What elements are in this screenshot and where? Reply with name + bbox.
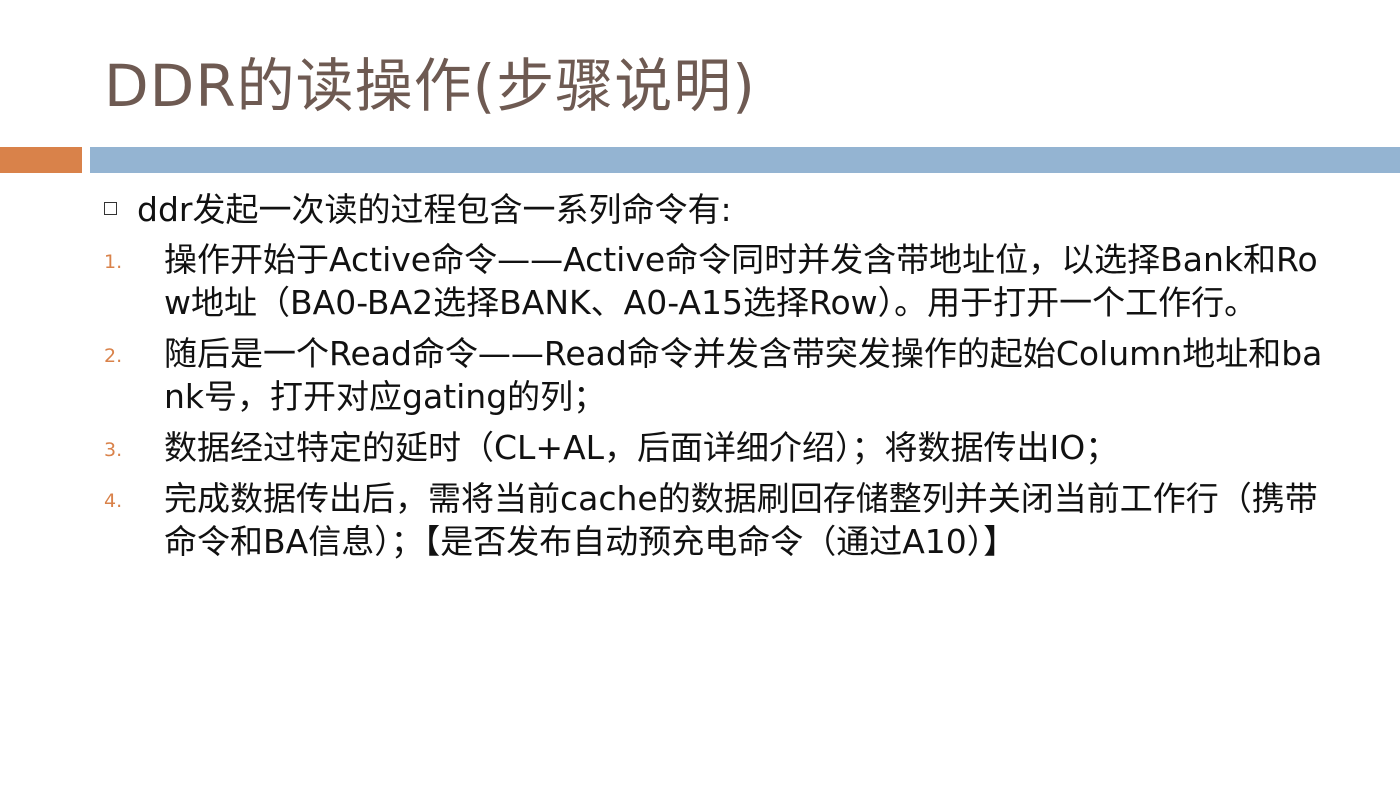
title-accent-bar [0,147,82,173]
step-number: 1. [104,251,123,273]
intro-bullet: ddr发起一次读的过程包含一系列命令有: [104,188,1364,232]
slide-title: DDR的读操作(步骤说明) [104,52,756,120]
step-item: 3. 数据经过特定的延时（CL+AL，后面详细介绍）；将数据传出IO； [104,426,1334,469]
square-bullet-icon [104,202,117,215]
step-text: 操作开始于Active命令——Active命令同时并发含带地址位，以选择Bank… [164,240,1318,322]
steps-list: 1. 操作开始于Active命令——Active命令同时并发含带地址位，以选择B… [104,238,1334,571]
step-number: 2. [104,345,123,367]
step-text: 随后是一个Read命令——Read命令并发含带突发操作的起始Column地址和b… [164,334,1323,416]
step-text: 数据经过特定的延时（CL+AL，后面详细介绍）；将数据传出IO； [164,428,1119,467]
step-item: 4. 完成数据传出后，需将当前cache的数据刷回存储整列并关闭当前工作行（携带… [104,477,1334,563]
step-number: 4. [104,490,123,512]
step-item: 2. 随后是一个Read命令——Read命令并发含带突发操作的起始Column地… [104,332,1334,418]
step-item: 1. 操作开始于Active命令——Active命令同时并发含带地址位，以选择B… [104,238,1334,324]
step-number: 3. [104,439,123,461]
title-divider-bar [90,147,1400,173]
intro-text: ddr发起一次读的过程包含一系列命令有: [137,190,732,229]
step-text: 完成数据传出后，需将当前cache的数据刷回存储整列并关闭当前工作行（携带命令和… [164,479,1318,561]
